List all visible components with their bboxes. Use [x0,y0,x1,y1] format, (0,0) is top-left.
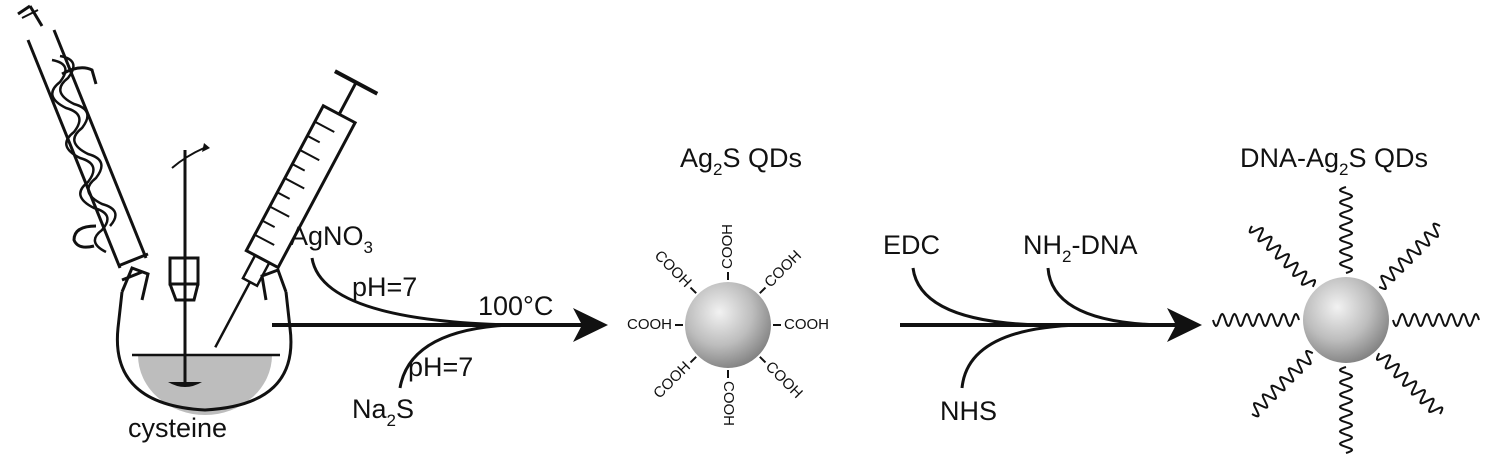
cooh-label: COOH [784,316,829,333]
ag2s-nanoparticle [685,282,771,368]
reaction-arrow-2: EDC NH2-DNA NHS [883,230,1202,426]
syringe-icon [214,69,379,348]
temperature-label: 100°C [478,291,553,321]
cooh-label: COOH [719,224,736,269]
dna-strand [1248,225,1316,288]
ag2s-qd-title: Ag2S QDs [680,143,802,179]
syringe-graduations [254,120,335,246]
condenser-icon [17,4,149,282]
reaction-apparatus: cysteine [17,4,379,443]
ligand-bond [689,356,697,364]
ag2s-qd: Ag2S QDs COOH COOH COOH COOH COOH COOH COOH COO… [627,143,829,426]
ligand-bond [759,286,767,294]
dna-strand [1212,312,1300,328]
dna-strand [1392,312,1480,328]
dna-ag2s-qd: DNA-Ag2S QDs [1212,143,1480,454]
cooh-label: COOH [650,358,694,402]
dna-strands [1212,186,1480,454]
dna-strand [1338,186,1354,274]
nh2-dna-label: NH2-DNA [1023,230,1137,266]
cooh-label: COOH [762,358,806,402]
ligand-bond [759,356,767,364]
ph-label-top: pH=7 [352,272,417,302]
flask-icon [115,256,293,415]
stirrer-icon [168,143,210,387]
edc-label: EDC [883,230,940,260]
dna-strand [1378,222,1441,290]
cooh-label: COOH [761,247,805,291]
cooh-label: COOH [627,316,672,333]
dna-strand [1376,352,1444,415]
cooh-label: COOH [720,381,737,426]
agno3-label: AgNO3 [290,221,373,257]
dna-ag2s-qd-title: DNA-Ag2S QDs [1240,143,1428,179]
dna-strand [1251,350,1314,418]
dna-ag2s-nanoparticle [1303,277,1389,363]
reaction-arrow-1: AgNO3 pH=7 100°C pH=7 Na2S [272,221,608,430]
ph-label-bottom: pH=7 [408,352,473,382]
na2s-label: Na2S [352,394,414,430]
cooh-label: COOH [651,247,695,291]
nhs-label: NHS [940,396,997,426]
ligand-bond [689,286,697,294]
cysteine-label: cysteine [128,413,227,443]
dna-strand [1338,366,1354,454]
